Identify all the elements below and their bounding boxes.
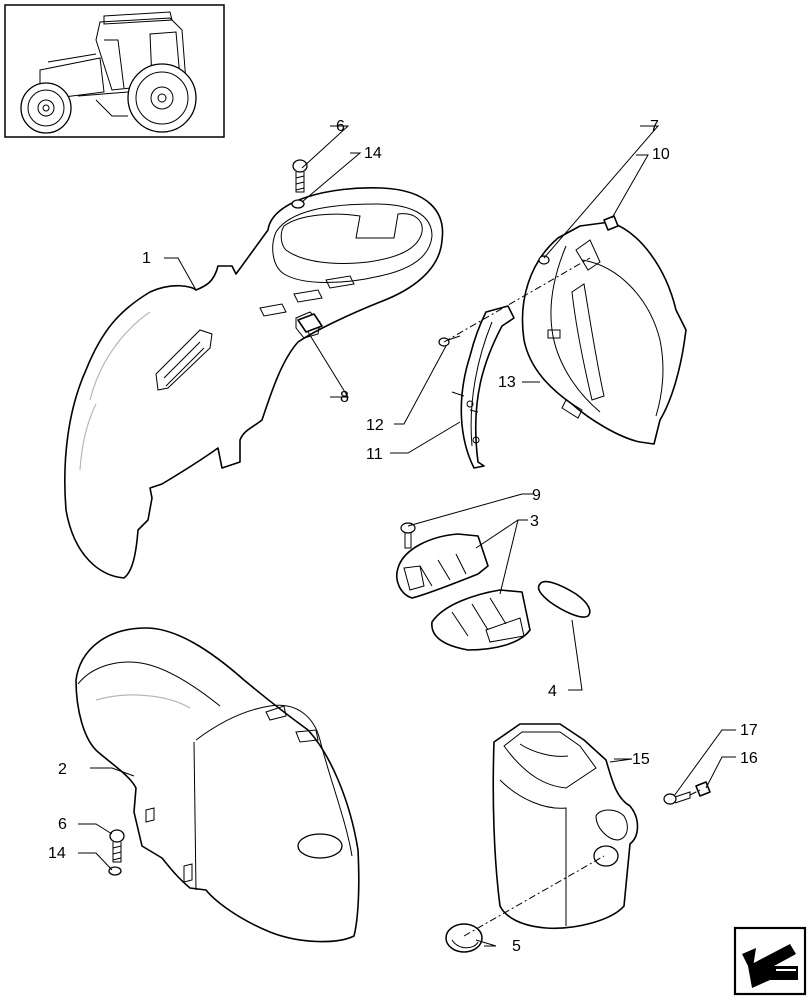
callout-10: 10 xyxy=(652,146,670,163)
callout-7: 7 xyxy=(650,118,659,135)
fastener-6-top xyxy=(292,159,308,193)
fastener-9 xyxy=(400,522,416,549)
callout-4: 4 xyxy=(548,683,557,700)
callout-8: 8 xyxy=(340,389,349,406)
part-3-foot-plates xyxy=(396,533,531,651)
callout-13: 13 xyxy=(498,374,516,391)
callout-3: 3 xyxy=(530,513,539,530)
fastener-6-bottom xyxy=(109,829,125,863)
washer-14-bottom xyxy=(108,866,122,876)
part-4-pad xyxy=(537,580,591,618)
washer-14-top xyxy=(291,199,305,209)
part-13-shield xyxy=(521,221,687,445)
callout-5: 5 xyxy=(512,938,521,955)
assembly-axis-12-13 xyxy=(443,257,591,343)
fastener-17 xyxy=(663,791,691,805)
assembly-axis-17-16 xyxy=(689,789,701,796)
callout-12: 12 xyxy=(366,417,384,434)
callout-2: 2 xyxy=(58,761,67,778)
fastener-10 xyxy=(603,215,619,231)
part-1-left-fender xyxy=(64,187,444,579)
fastener-12 xyxy=(438,335,461,347)
callout-17: 17 xyxy=(740,722,758,739)
clip-8 xyxy=(297,313,323,333)
part-15-console xyxy=(492,723,639,930)
callout-11: 11 xyxy=(366,446,383,463)
part-2-rear-fender xyxy=(75,627,360,943)
callout-9: 9 xyxy=(532,487,541,504)
fastener-16 xyxy=(695,781,711,797)
leader-lines xyxy=(78,125,736,947)
callout-14-bottom: 14 xyxy=(48,845,66,862)
tractor-icon xyxy=(4,4,225,138)
fastener-7 xyxy=(538,255,550,265)
callout-15: 15 xyxy=(632,751,650,768)
callout-6-bottom: 6 xyxy=(58,816,67,833)
part-11-bracket xyxy=(451,305,515,469)
callout-14-top: 14 xyxy=(364,145,382,162)
callout-1: 1 xyxy=(142,250,151,267)
part-5-plug xyxy=(445,923,483,953)
callout-6-top: 6 xyxy=(336,118,345,135)
back-arrow-icon[interactable] xyxy=(733,926,807,996)
assembly-axis-15-5 xyxy=(463,855,605,937)
callout-16: 16 xyxy=(740,750,758,767)
